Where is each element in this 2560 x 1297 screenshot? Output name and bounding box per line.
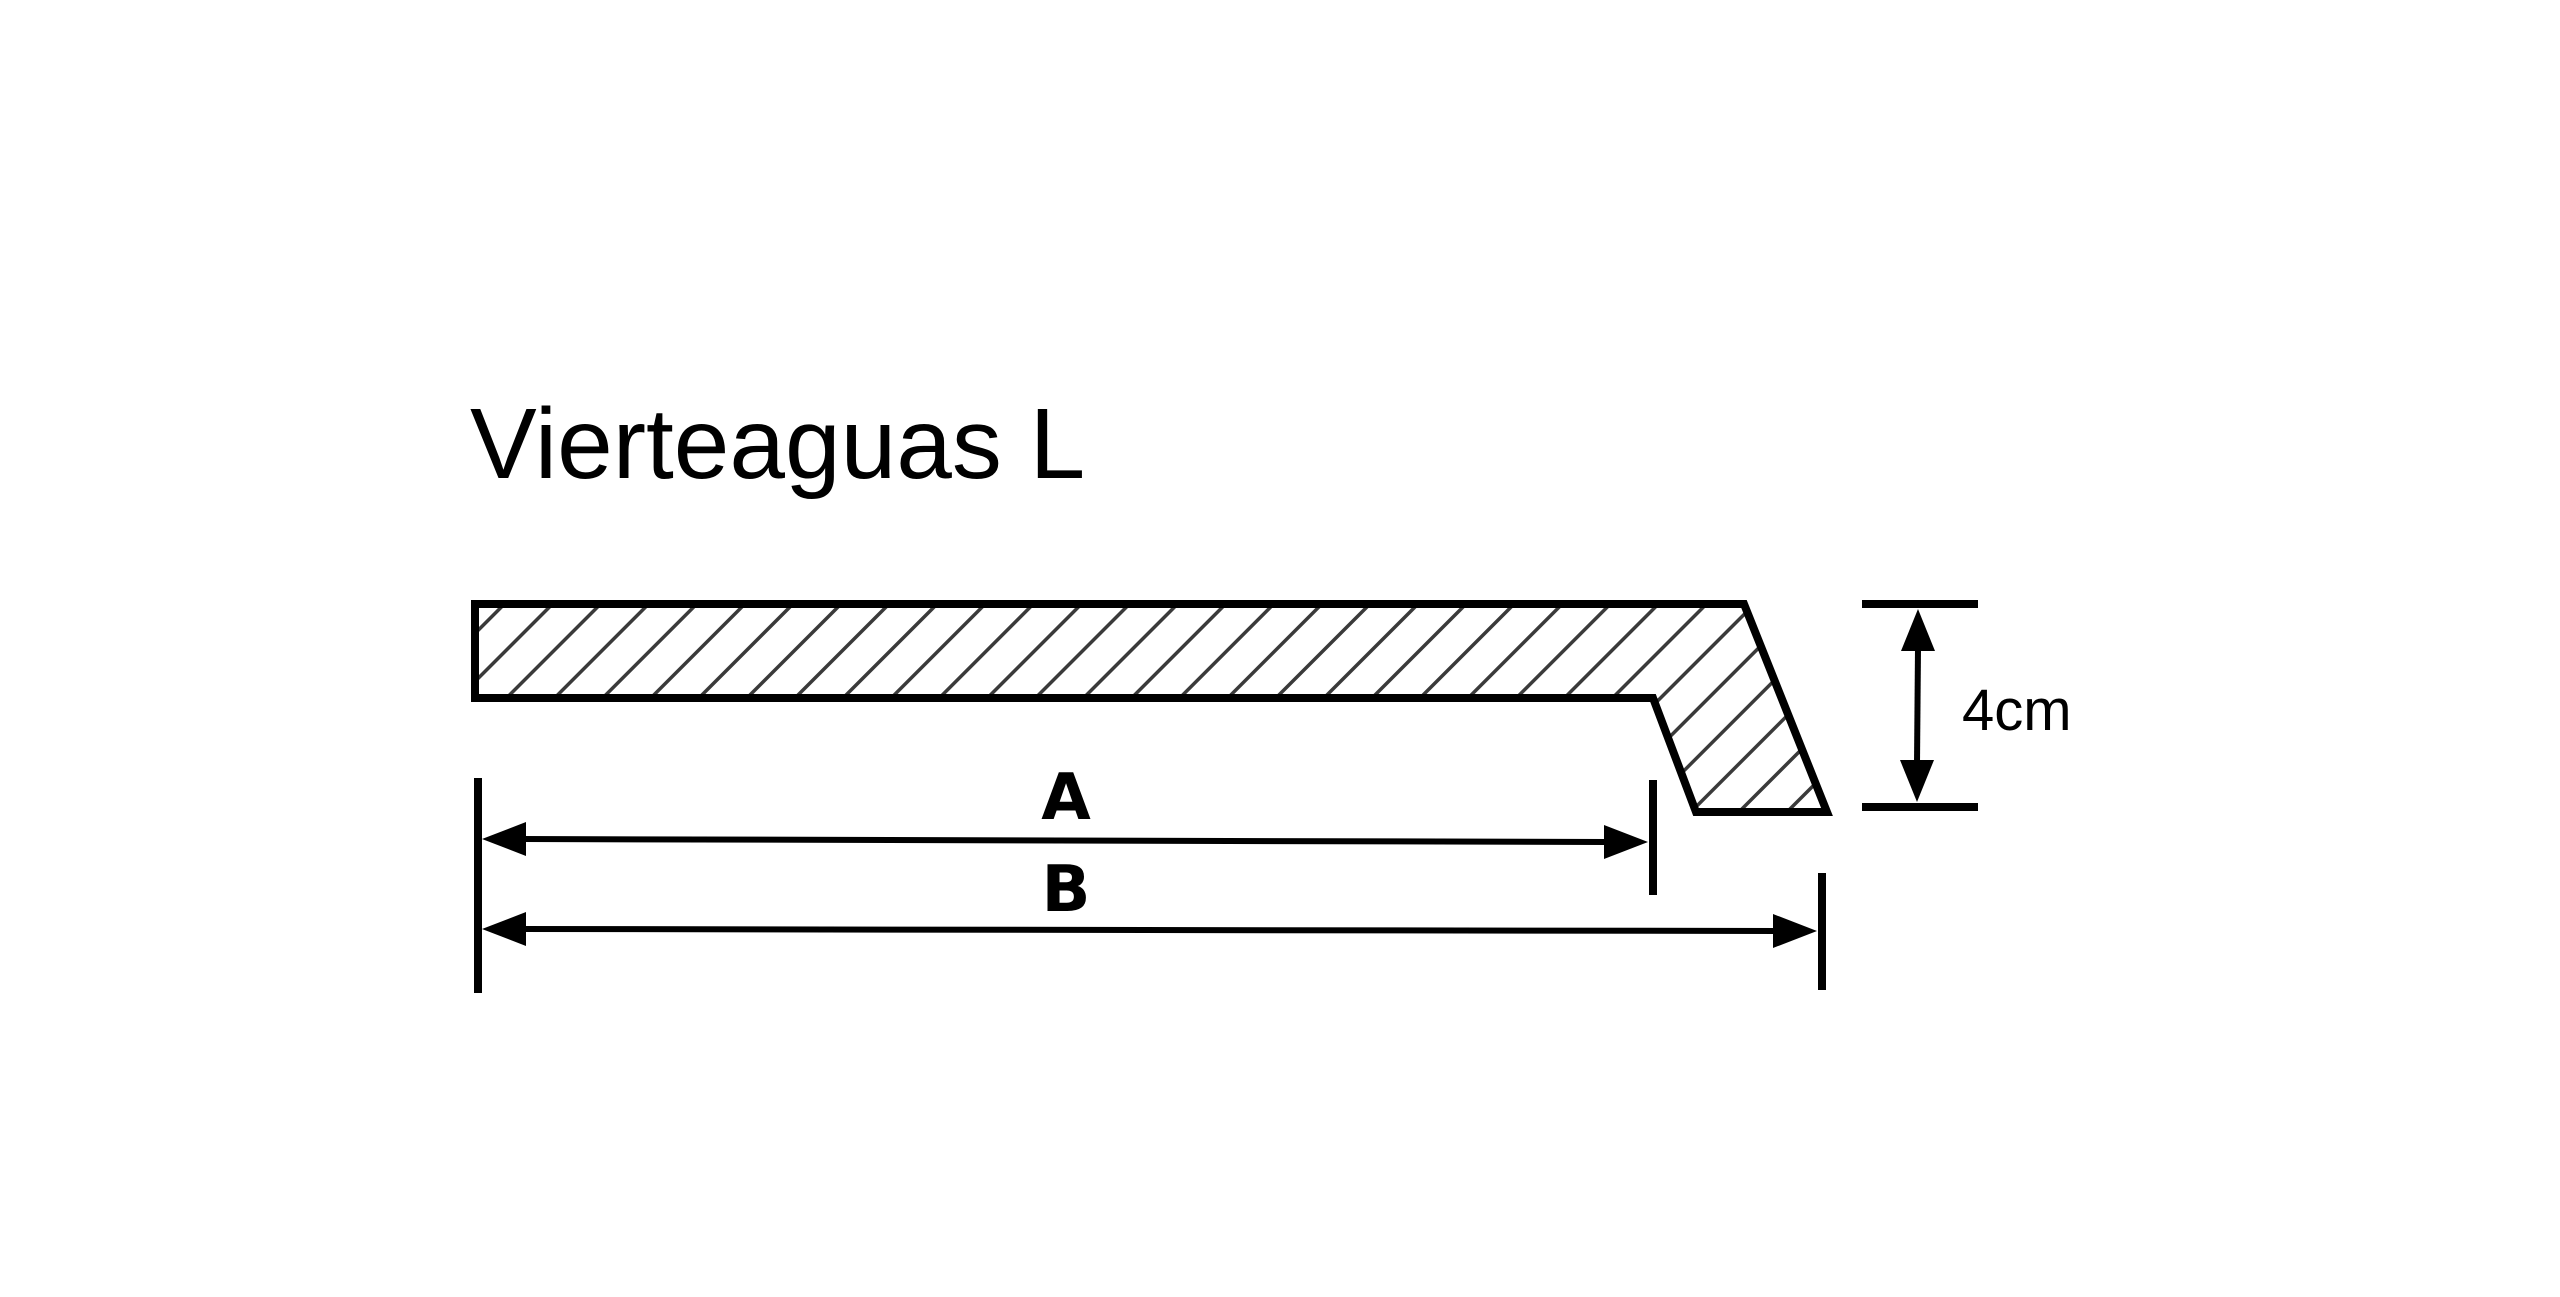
dimension-a: A <box>474 761 1657 993</box>
dimension-b: B <box>482 853 1826 990</box>
profile-hatch <box>475 604 1827 812</box>
dimension-a-label: A <box>1041 761 1091 835</box>
dimension-b-line <box>521 926 1777 934</box>
dimension-height-bottom-arrow <box>1900 760 1934 802</box>
diagram-title: Vierteaguas L <box>470 388 1085 500</box>
dimension-b-left-arrow <box>482 912 526 946</box>
profile-outline <box>471 600 1833 816</box>
dimension-height-top-arrow <box>1901 609 1935 651</box>
dimension-b-label: B <box>1042 853 1091 927</box>
dimension-a-right-arrow <box>1604 825 1648 859</box>
dimension-height-line <box>1914 647 1921 764</box>
dimension-a-left-arrow <box>482 822 526 856</box>
dimension-height-label: 4cm <box>1962 678 2072 743</box>
dimension-height: 4cm <box>1862 600 2072 811</box>
sill-profile <box>471 600 1833 816</box>
dimension-b-right-arrow <box>1773 914 1817 948</box>
dimension-a-line <box>521 836 1607 845</box>
